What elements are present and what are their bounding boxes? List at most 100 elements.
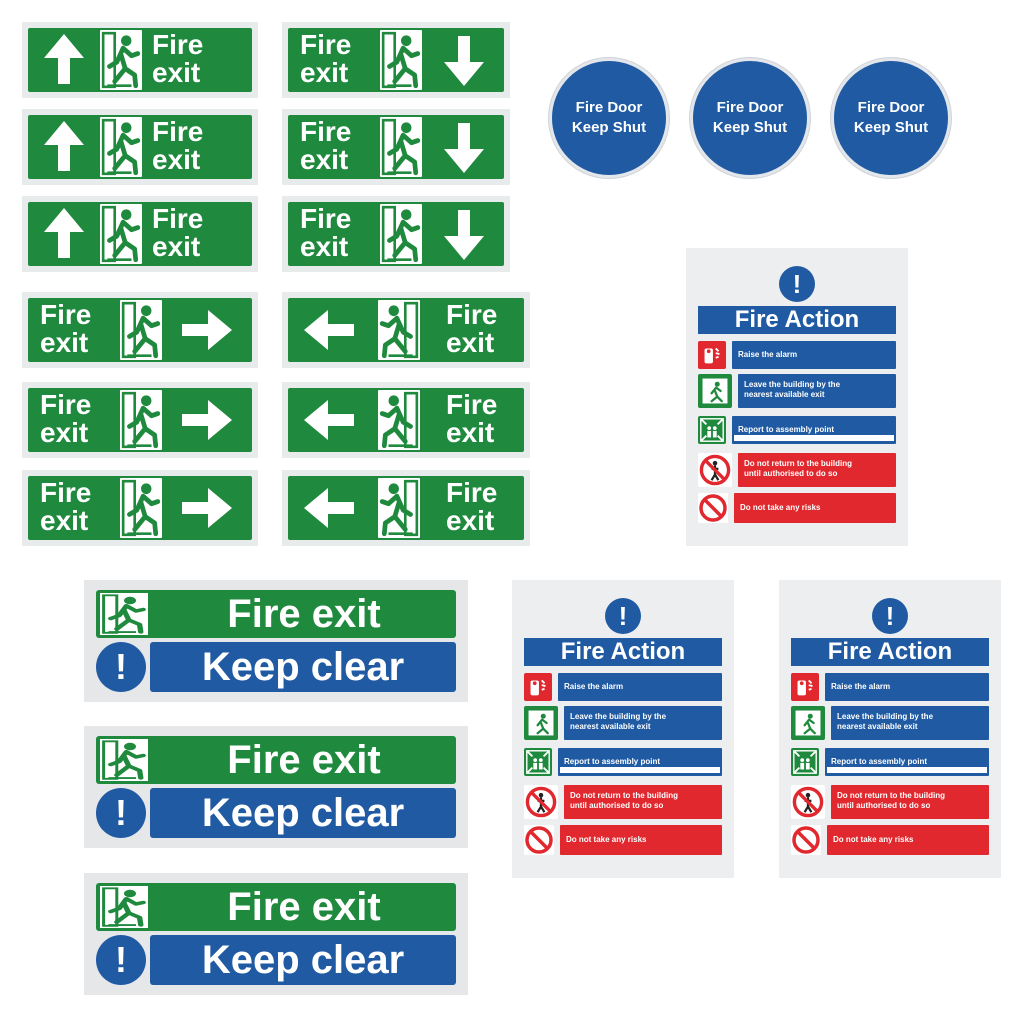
fire-action-step-text: Do not take any risks [827,825,989,855]
assembly-point-icon [698,416,726,444]
fire-action-step-line: Do not take any risks [740,503,821,512]
fire-exit-line2: exit [152,231,201,262]
exclamation-icon: ! [605,598,641,634]
assembly-point-icon [791,748,819,776]
fire-exit-line1: Fire [152,29,204,60]
fire-door-line2: Keep Shut [571,119,647,136]
fire-door-line2: Keep Shut [712,119,788,136]
fire-door-line1: Fire Door [857,99,925,116]
running-man-icon [100,886,148,928]
running-man-icon [100,593,148,635]
fire-exit-line1: Fire [446,299,498,330]
keep-clear-text: Keep clear [150,788,456,838]
fire-action-step-line: Leave the building by the [744,380,841,389]
alarm-icon [791,673,819,701]
fire-action-step-line: Report to assembly point [564,757,661,766]
fire-exit-keep-clear-sign: Fire exit!Keep clear [84,873,468,995]
running-man-icon [378,300,420,360]
fire-action-step-text: Raise the alarm [732,341,896,369]
running-man-icon [380,117,422,177]
fire-action-step: Report to assembly point [524,748,722,776]
running-man-icon [698,374,732,408]
fire-action-step-text: Do not take any risks [560,825,722,855]
fire-exit-line1: Fire [300,203,352,234]
fire-exit-text: Fire exit [227,738,381,782]
running-man-icon [100,117,142,177]
arrow-left-icon [300,300,360,360]
arrow-down-icon [434,117,494,177]
prohibition-icon [524,825,554,855]
fire-action-step-line: nearest available exit [570,722,651,731]
fire-exit-line2: exit [40,505,89,536]
running-man-icon [380,204,422,264]
fire-exit-keep-clear-sign: Fire exit!Keep clear [84,726,468,848]
fire-action-step: Report to assembly point [698,416,896,444]
exclamation-icon: ! [96,935,146,985]
fire-action-title: Fire Action [791,638,989,666]
fire-exit-line2: exit [446,417,495,448]
fire-exit-line2: exit [300,57,349,88]
fire-action-step-line: Do not take any risks [566,835,647,844]
fire-action-step-text: Report to assembly point [825,748,989,776]
running-man-icon [524,706,558,740]
fire-action-title: Fire Action [524,638,722,666]
fire-action-step-line: Do not return to the building [744,459,852,468]
fire-exit-band: Fire exit [96,883,456,931]
fire-action-title: Fire Action [698,306,896,334]
fire-action-step-text: Report to assembly point [558,748,722,776]
fire-action-step-text: Do not take any risks [734,493,896,523]
arrow-up-icon [34,117,94,177]
fire-action-step-line: until authorised to do so [744,469,838,478]
fire-action-step-line: Do not return to the building [570,791,678,800]
fire-exit-text: Fire exit [227,592,381,636]
fire-action-step-line: Raise the alarm [831,682,891,691]
fire-action-step-line: Leave the building by the [570,712,667,721]
fire-exit-line1: Fire [40,389,92,420]
fire-action-step: Raise the alarm [698,341,896,369]
arrow-right-icon [176,478,236,538]
fire-door-line2: Keep Shut [853,119,929,136]
arrow-left-icon [300,390,360,450]
fire-action-step-line: Do not return to the building [837,791,945,800]
fire-exit-line1: Fire [40,299,92,330]
assembly-point-icon [524,748,552,776]
no-entry-person-icon [698,453,732,487]
fire-action-step-line: Raise the alarm [564,682,624,691]
fire-action-step-line: Leave the building by the [837,712,934,721]
no-entry-person-icon [791,785,825,819]
fire-exit-keep-clear-sign: Fire exit!Keep clear [84,580,468,702]
prohibition-icon [698,493,728,523]
running-man-icon [100,739,148,781]
fire-exit-line2: exit [152,57,201,88]
fire-exit-line2: exit [300,231,349,262]
